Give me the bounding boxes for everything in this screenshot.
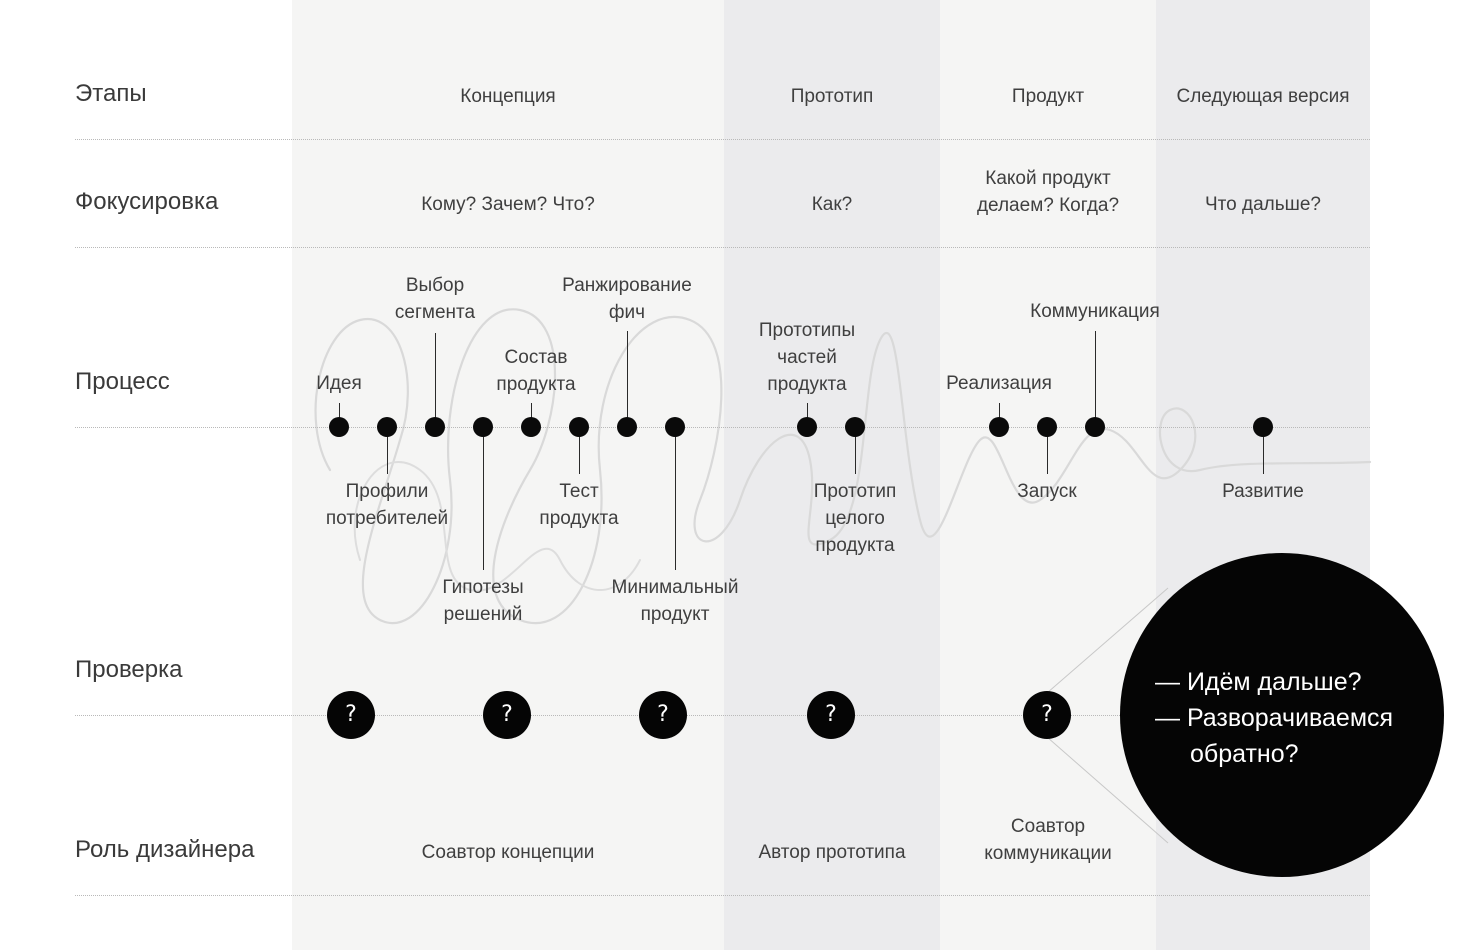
divider-focus (75, 247, 1370, 248)
process-dot-feature-ranking (617, 417, 637, 437)
process-label-solution-hypotheses: Гипотезы решений (442, 577, 524, 625)
stage-title-concept: Концепция (460, 86, 556, 107)
process-dot-segment-choice (425, 417, 445, 437)
process-label-product-test: Тест продукта (539, 481, 619, 529)
stage-title-product: Продукт (1011, 86, 1085, 107)
process-dot-idea (329, 417, 349, 437)
stem-part-prototypes (807, 403, 808, 427)
process-label-segment-choice: Выбор сегмента (394, 275, 476, 323)
checkpoint-question-icon: ? (327, 691, 375, 739)
stem-whole-prototype (855, 427, 856, 474)
process-dot-product-test (569, 417, 589, 437)
checkpoint-question-icon: ? (639, 691, 687, 739)
process-timeline-line (75, 427, 1370, 428)
checkpoint-question-icon: ? (1023, 691, 1071, 739)
checkpoint-question-icon: ? (483, 691, 531, 739)
stem-product-composition (531, 403, 532, 427)
divider-role (75, 895, 1370, 896)
focus-product: Какой продукт делаем? Когда? (976, 168, 1120, 216)
process-dot-implementation (989, 417, 1009, 437)
product-column-background (940, 0, 1156, 950)
process-dot-solution-hypotheses (473, 417, 493, 437)
process-label-implementation: Реализация (946, 373, 1052, 394)
callout-turn-back-cont: обратно? (1190, 740, 1299, 768)
decision-callout-circle: — Идём дальше? — Разворачиваемся обратно… (1120, 553, 1444, 877)
stage-title-next-version: Следующая версия (1176, 86, 1350, 107)
process-label-launch: Запуск (1017, 481, 1077, 502)
callout-go-further: — Идём дальше? (1155, 668, 1362, 696)
process-label-consumer-profiles: Профили потребителей (325, 481, 449, 529)
row-label-process: Процесс (75, 368, 170, 395)
focus-concept: Кому? Зачем? Что? (421, 194, 595, 215)
focus-prototype: Как? (811, 194, 853, 215)
process-label-idea: Идея (316, 373, 362, 394)
stem-feature-ranking (627, 331, 628, 427)
divider-stages (75, 139, 1370, 140)
stem-implementation (999, 403, 1000, 427)
process-dot-development (1253, 417, 1273, 437)
stem-development (1263, 427, 1264, 474)
process-label-whole-prototype: Прототип целого продукта (813, 481, 897, 556)
process-label-communication: Коммуникация (1030, 301, 1160, 322)
role-product: Соавтор коммуникации (984, 816, 1112, 864)
stem-solution-hypotheses (483, 427, 484, 570)
row-label-designer-role: Роль дизайнера (75, 836, 255, 863)
process-label-feature-ranking: Ранжирование фич (562, 275, 692, 323)
stem-minimal-product (675, 427, 676, 570)
check-timeline-line (75, 715, 1370, 716)
stem-segment-choice (435, 333, 436, 427)
process-label-product-composition: Состав продукта (496, 347, 576, 395)
process-dot-consumer-profiles (377, 417, 397, 437)
process-dot-product-composition (521, 417, 541, 437)
row-label-stages: Этапы (75, 80, 147, 107)
process-dot-communication (1085, 417, 1105, 437)
process-dot-part-prototypes (797, 417, 817, 437)
role-prototype: Автор прототипа (758, 842, 906, 863)
process-dot-whole-prototype (845, 417, 865, 437)
concept-column-background (292, 0, 724, 950)
stem-product-test (579, 427, 580, 474)
checkpoint-question-icon: ? (807, 691, 855, 739)
stem-communication (1095, 331, 1096, 427)
callout-turn-back: — Разворачиваемся (1155, 704, 1394, 732)
process-label-part-prototypes: Прототипы частей продукта (758, 320, 856, 395)
focus-next-version: Что дальше? (1204, 194, 1321, 215)
stem-idea (339, 403, 340, 427)
process-dot-minimal-product (665, 417, 685, 437)
stem-consumer-profiles (387, 427, 388, 474)
prototype-column-background (724, 0, 940, 950)
process-label-development: Развитие (1222, 481, 1304, 502)
row-label-check: Проверка (75, 656, 183, 683)
process-dot-launch (1037, 417, 1057, 437)
row-label-focus: Фокусировка (75, 188, 219, 215)
process-label-minimal-product: Минимальный продукт (611, 577, 739, 625)
stage-title-prototype: Прототип (790, 86, 874, 107)
role-concept: Соавтор концепции (421, 842, 595, 863)
stem-launch (1047, 427, 1048, 474)
